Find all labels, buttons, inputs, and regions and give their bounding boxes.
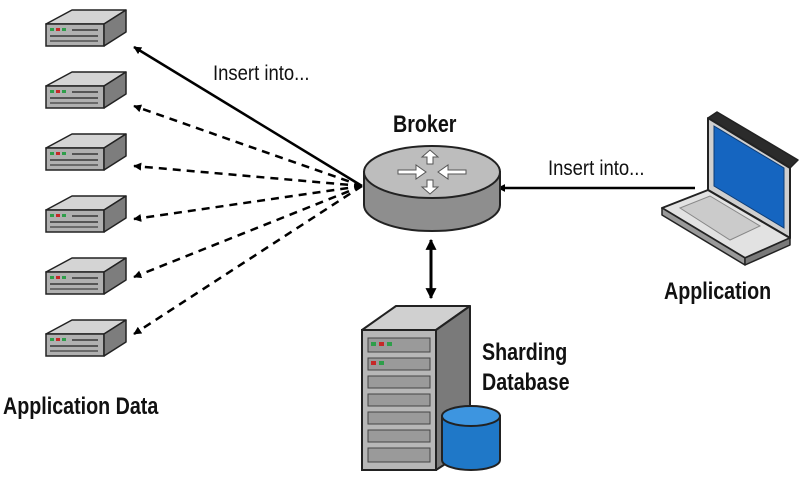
laptop-icon — [661, 111, 799, 266]
app-data-server-6 — [45, 319, 127, 357]
app-data-server-5 — [45, 257, 127, 295]
arrow-solid-to-server-1 — [133, 45, 363, 188]
router-icon — [363, 145, 501, 232]
app-data-server-4 — [45, 195, 127, 233]
application-data-label: Application Data — [3, 393, 159, 420]
sharding-database-label-line1: Sharding — [482, 339, 568, 366]
broker-label: Broker — [393, 111, 457, 138]
arrow-dashed-to-server-5 — [133, 184, 363, 279]
sharding-database-label-line2: Database — [482, 369, 570, 396]
application-label: Application — [664, 278, 772, 305]
insert-label-top: Insert into... — [213, 62, 310, 85]
arrow-dashed-to-server-4 — [133, 184, 363, 222]
arrow-dashed-to-server-6 — [133, 184, 363, 336]
insert-label-right: Insert into... — [548, 157, 645, 180]
app-data-server-1 — [45, 9, 127, 47]
arrow-dashed-to-server-3 — [133, 162, 363, 188]
database-cylinder-icon — [441, 405, 501, 471]
app-data-server-2 — [45, 71, 127, 109]
arrow-dashed-to-server-2 — [133, 104, 363, 188]
app-data-server-3 — [45, 133, 127, 171]
